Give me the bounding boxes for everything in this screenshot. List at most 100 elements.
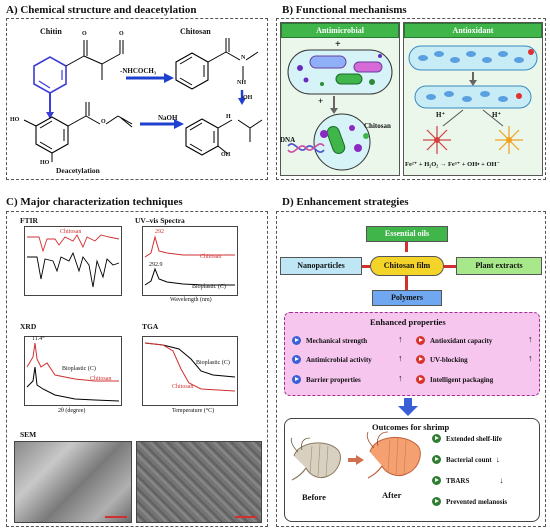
- prop-barrier: Barrier properties: [292, 375, 361, 384]
- xrd-title: XRD: [20, 322, 37, 331]
- atom-nh: NH: [237, 80, 246, 86]
- svg-text:+: +: [318, 96, 323, 106]
- outcome-bacterial: Bacterial count↓: [432, 455, 500, 464]
- play-icon: [416, 355, 425, 364]
- uvvis-title: UV–vis Spectra: [135, 216, 185, 225]
- panel-a-title: A) Chemical structure and deacetylation: [6, 4, 197, 16]
- prop-intelligent: Intelligent packaging: [416, 375, 493, 384]
- play-icon: [292, 375, 301, 384]
- play-icon: [432, 434, 441, 443]
- panel-a-box: [6, 18, 268, 180]
- panel-b-title: B) Functional mechanisms: [282, 4, 407, 16]
- prop-uv: UV-blocking: [416, 355, 468, 364]
- arrow-nano-right: [362, 265, 370, 268]
- enhanced-properties-box: [284, 312, 540, 396]
- chitin-ring-top: [33, 56, 67, 94]
- atom-ho-1: HO: [10, 117, 20, 123]
- arrow-down-tbars: ↓: [499, 476, 504, 485]
- chitosan-ring-top: [175, 52, 209, 90]
- shrimp-after-image: [366, 431, 421, 479]
- tga-bioplastic-legend: Bioplastic (C): [196, 360, 230, 366]
- ftir-chitosan-legend: Chitosan: [60, 229, 82, 235]
- arrow-up-1: ↑: [398, 334, 403, 344]
- sem-image-right: [136, 441, 262, 523]
- play-icon: [432, 476, 441, 485]
- ftir-title: FTIR: [20, 216, 38, 225]
- panel-d-title: D) Enhancement strategies: [282, 196, 409, 208]
- fenton-equation: Fe²⁺ + H₂O₂ → Fe³⁺ + OH• + OH⁻: [405, 161, 501, 168]
- tga-chitosan-legend: Chitosan: [172, 384, 194, 390]
- arrow-plant-left: [444, 265, 456, 268]
- atom-ho-2: HO: [40, 160, 50, 166]
- atom-n: N: [241, 55, 246, 61]
- xrd-x-label: 2θ (degree): [58, 408, 86, 414]
- panel-b-box: [276, 18, 546, 180]
- play-icon: [432, 455, 441, 464]
- xrd-chitosan-legend: Chitosan: [90, 376, 112, 382]
- arrow-up-4: ↑: [528, 334, 533, 344]
- atom-o2: O: [119, 31, 124, 37]
- chitin-ring-bottom: [35, 116, 69, 154]
- panel-d-box: [276, 211, 546, 527]
- arrow-down-bacterial: ↓: [495, 455, 500, 464]
- plant-extracts-box: Plant extracts: [456, 257, 542, 275]
- panel-c-box: [6, 211, 268, 527]
- atom-o3: O: [101, 119, 106, 125]
- uv-chitosan-legend: Chitosan: [200, 254, 222, 260]
- uv-peak-label: 292.9: [149, 262, 163, 268]
- uvvis-plot: [142, 226, 238, 296]
- arrow-up-5: ↑: [528, 353, 533, 363]
- outcomes-title: Outcomes for shrimp: [372, 422, 450, 432]
- shrimp-before-image: [290, 437, 341, 481]
- uv-peak-label-2: 292: [155, 229, 164, 235]
- hplus-left: H⁺: [436, 111, 446, 119]
- svg-text:+: +: [335, 39, 341, 50]
- arrow-right-icon: [348, 455, 364, 465]
- sem-title: SEM: [20, 430, 37, 439]
- deacetylation-label: Deacetylation: [56, 166, 100, 175]
- play-icon: [416, 336, 425, 345]
- reagent-nhcoch3: -NHCOCH₃: [120, 67, 156, 75]
- chitin-label: Chitin: [40, 27, 62, 36]
- essential-oils-box: Essential oils: [366, 226, 448, 242]
- chitosan-ring-bottom: [185, 118, 219, 156]
- enhanced-title: Enhanced properties: [370, 317, 446, 327]
- arrow-up-3: ↑: [398, 373, 403, 383]
- polymers-box: Polymers: [372, 290, 442, 306]
- prop-mechanical: Mechanical strength: [292, 336, 367, 345]
- antimicrobial-illustration: + +: [287, 39, 393, 171]
- atom-h: H: [226, 114, 231, 120]
- before-label: Before: [302, 492, 326, 502]
- outcome-melanosis: Prevented melanosis: [432, 497, 507, 506]
- sem-image-left: [14, 441, 132, 523]
- panel-c-title: C) Major characterization techniques: [6, 196, 183, 208]
- arrow-oils-down: [405, 242, 408, 252]
- tga-plot: [142, 336, 238, 406]
- play-icon: [432, 497, 441, 506]
- ftir-plot: [24, 226, 122, 296]
- prop-antioxidant: Antioxidant capacity: [416, 336, 492, 345]
- antioxidant-header: Antioxidant: [404, 23, 542, 38]
- outcome-shelf-life: Extended shelf-life: [432, 434, 502, 443]
- panel-a-structures: [23, 38, 263, 162]
- antioxidant-illustration: [408, 45, 538, 154]
- xrd-bioplastic-legend: Bioplastic (C): [62, 366, 96, 372]
- chitosan-film-box: Chitosan film: [370, 256, 444, 276]
- after-label: After: [382, 490, 402, 500]
- chitosan-label: Chitosan: [180, 27, 211, 36]
- reagent-naoh: NaOH: [158, 114, 178, 122]
- arrow-down-icon: [398, 398, 418, 416]
- uv-x-label: Wavelength (nm): [170, 297, 212, 303]
- tga-title: TGA: [142, 322, 159, 331]
- xrd-peak-label: 11.4°: [32, 336, 45, 342]
- tga-x-label: Temperature (°C): [172, 408, 215, 414]
- xrd-plot: [24, 336, 122, 406]
- dna-label: DNA: [280, 136, 296, 144]
- outcomes-box: [284, 418, 540, 522]
- atom-o1: O: [82, 31, 87, 37]
- nanoparticles-box: Nanoparticles: [280, 257, 362, 275]
- arrow-polymer-up: [405, 276, 408, 290]
- atom-oh-side: -OH: [241, 95, 253, 101]
- atom-oh-1: OH: [221, 152, 231, 158]
- prop-antimicrobial: Antimicrobial activity: [292, 355, 372, 364]
